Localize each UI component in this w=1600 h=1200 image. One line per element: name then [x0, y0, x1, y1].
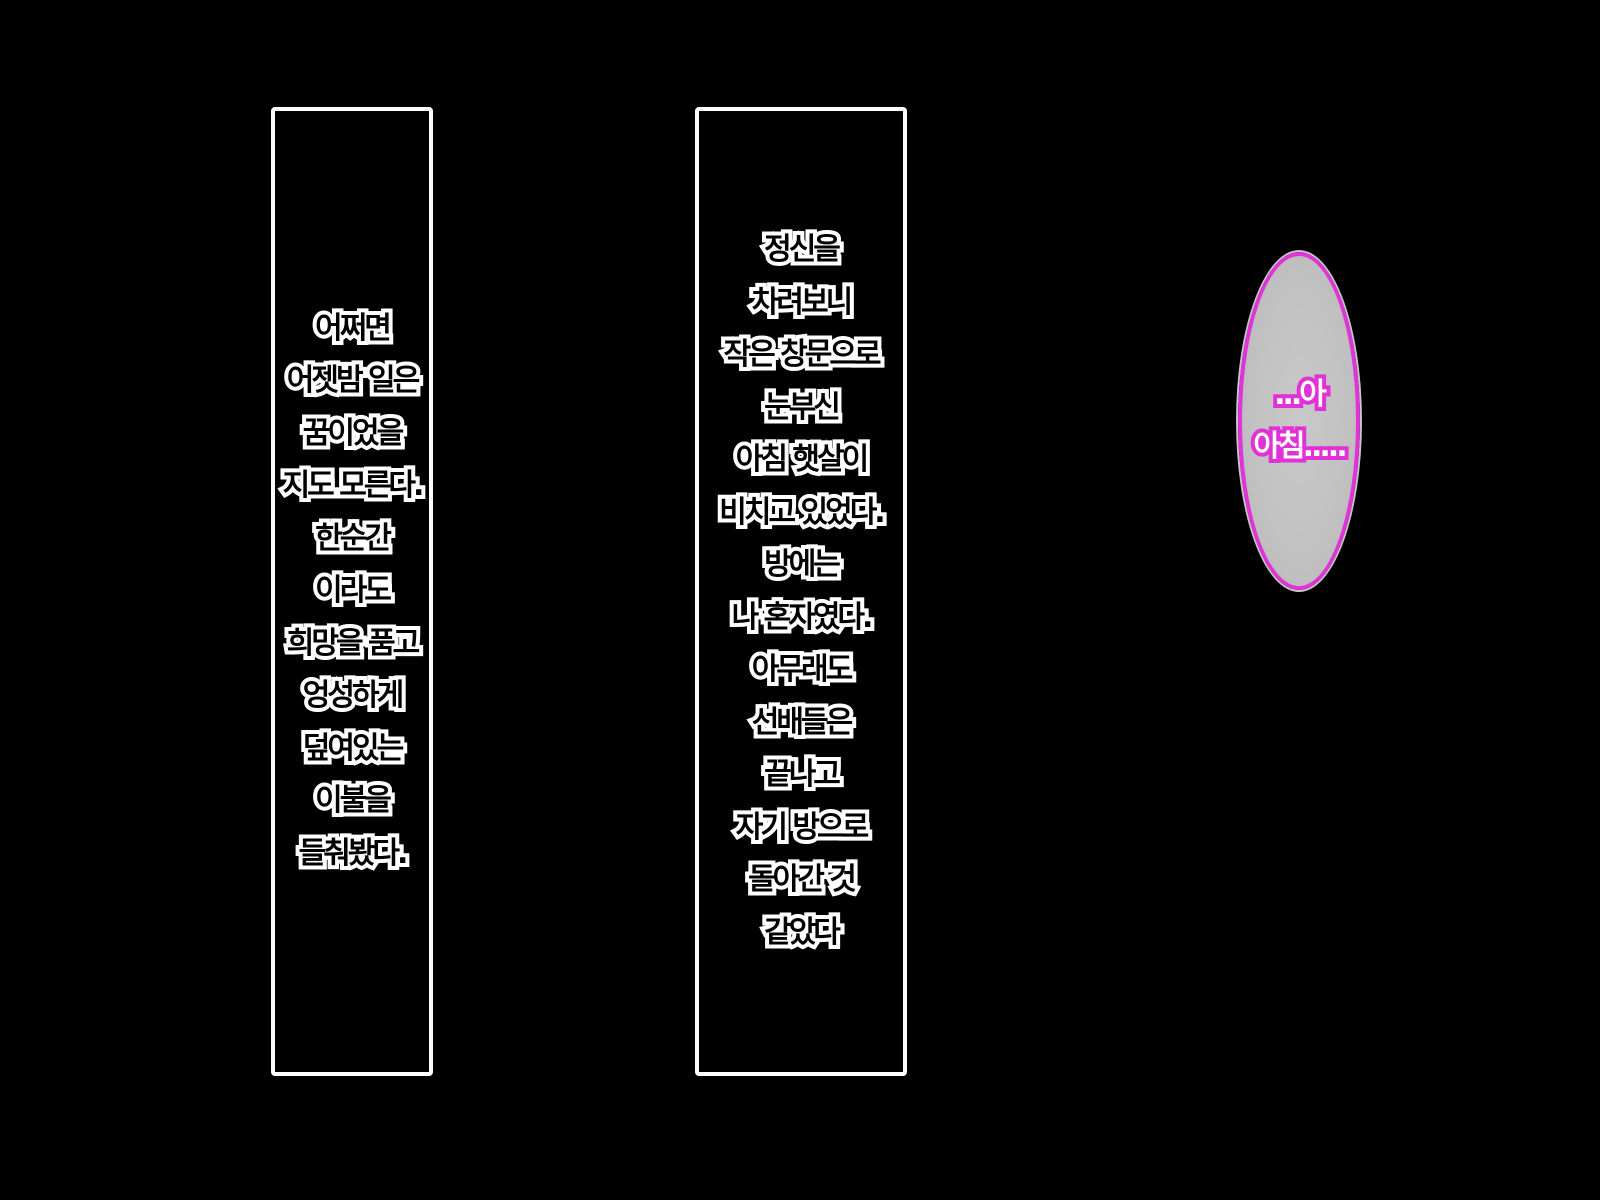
narration-line: 아무래도 [748, 648, 857, 691]
speech-bubble: ...아 아침..... [1238, 252, 1360, 590]
narration-line: 눈부신 [760, 386, 845, 429]
narration-line: 아침 햇살이 [732, 438, 873, 481]
speech-line: ...아 [1270, 373, 1331, 416]
narration-line: 엉성하게 [299, 674, 408, 717]
narration-line: 끝나고 [760, 753, 845, 796]
narration-line: 정신을 [760, 228, 845, 271]
narration-line: 지도 모른다. [279, 464, 429, 507]
narration-line: 나 혼자였다. [728, 596, 878, 639]
narration-line: 돌아간 것 [744, 858, 861, 901]
narration-line: 한순간 [311, 517, 396, 560]
narration-line: 희망을 품고 [283, 622, 424, 665]
narration-line: 차려보니 [748, 281, 857, 324]
narration-line: 방에는 [760, 543, 845, 586]
narration-line: 자기 방으로 [732, 806, 873, 849]
narration-line: 덮여있는 [299, 727, 408, 770]
narration-box-left: 어쩌면 어젯밤 일은 꿈이었을 지도 모른다. 한순간 이라도 희망을 품고 엉… [271, 107, 433, 1076]
speech-line: 아침..... [1249, 425, 1351, 468]
narration-line: 들춰봤다. [295, 832, 413, 875]
narration-line: 같았다 [760, 911, 845, 954]
narration-line: 작은 창문으로 [719, 333, 885, 376]
narration-line: 어젯밤 일은 [283, 359, 424, 402]
narration-line: 선배들은 [748, 701, 857, 744]
narration-line: 이라도 [311, 569, 396, 612]
narration-line: 비치고 있었다. [715, 491, 889, 534]
narration-line: 이불을 [311, 779, 396, 822]
narration-line: 꿈이었을 [299, 412, 408, 455]
narration-box-middle: 정신을 차려보니 작은 창문으로 눈부신 아침 햇살이 비치고 있었다. 방에는… [695, 107, 907, 1076]
narration-line: 어쩌면 [311, 307, 396, 350]
